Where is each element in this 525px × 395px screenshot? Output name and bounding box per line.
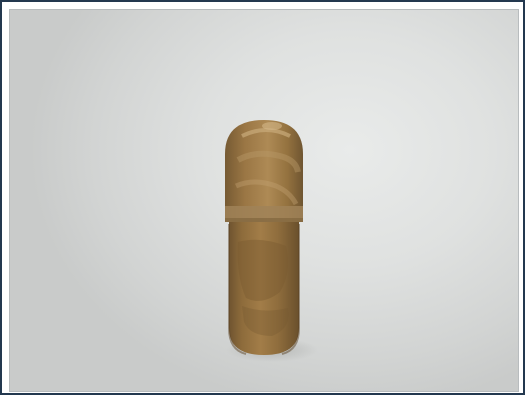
capsule-body <box>229 216 299 355</box>
capsule-powder <box>237 239 288 301</box>
capsule-cap <box>225 120 303 222</box>
capsule-illustration <box>225 120 318 362</box>
capsule-photo <box>9 9 519 392</box>
